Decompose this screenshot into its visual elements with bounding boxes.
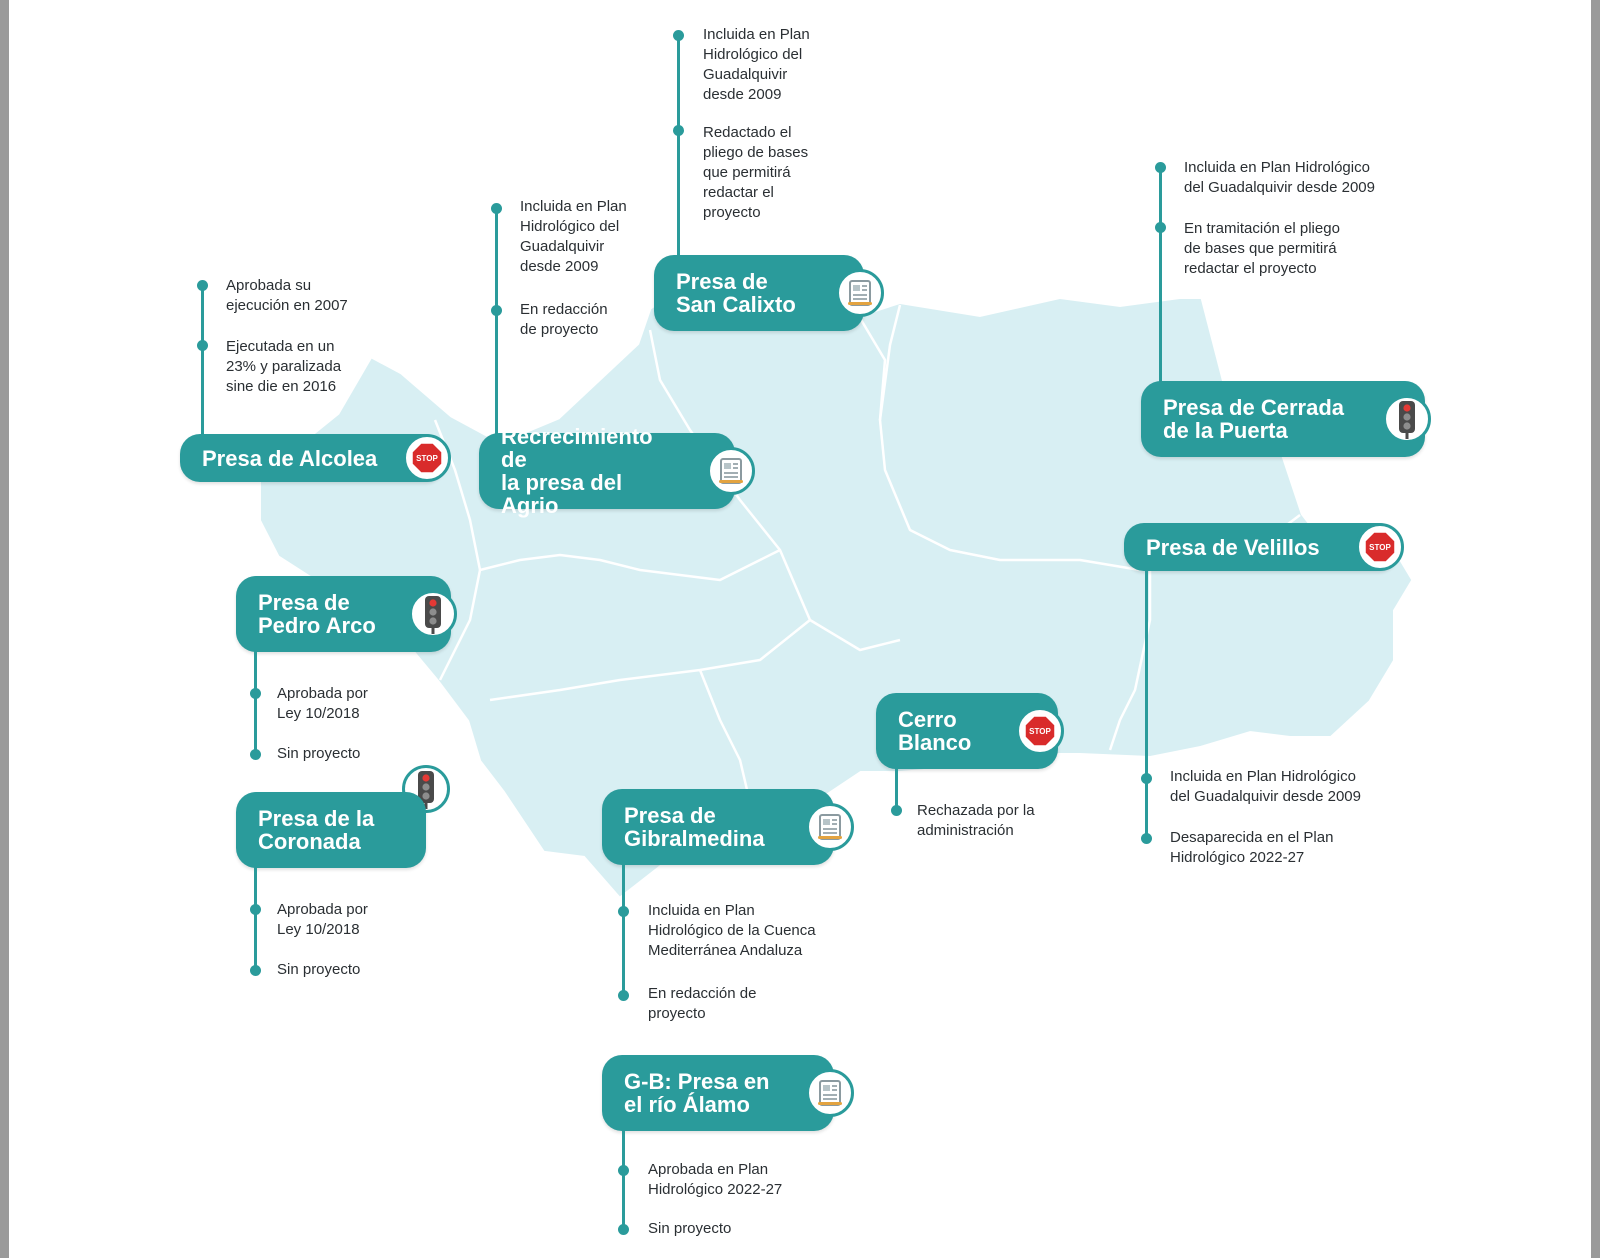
dam-name: Presa de la Coronada — [258, 806, 375, 854]
connector-line — [622, 862, 625, 997]
stop-sign-text: STOP — [1369, 543, 1391, 552]
bullet-dot — [250, 749, 261, 760]
bullet-dot — [618, 1224, 629, 1235]
connector-line — [1159, 170, 1162, 385]
dam-name: Cerro Blanco — [898, 707, 972, 755]
bullet-dot — [618, 1165, 629, 1176]
dam-name: Presa de Pedro Arco — [258, 590, 376, 638]
bullet-dot — [618, 990, 629, 1001]
dam-name: Presa de Cerrada de la Puerta — [1163, 395, 1344, 443]
bullet-dot — [491, 305, 502, 316]
dam-label-velillos: Presa de Velillos STOP — [1124, 523, 1404, 571]
dam-label-alcolea: Presa de Alcolea STOP — [180, 434, 451, 482]
status-badge — [806, 803, 854, 851]
dam-name: Presa de Velillos — [1146, 534, 1320, 560]
document-icon — [848, 280, 872, 306]
province-borders — [433, 304, 1301, 846]
status-badge — [707, 447, 755, 495]
note-text: Sin proyecto — [277, 961, 361, 978]
note-text: Aprobada por Ley 10/2018 — [277, 685, 368, 722]
document-icon — [818, 1080, 842, 1106]
bullet-dot — [491, 203, 502, 214]
note-text: Ejecutada en un 23% y paralizada sine di… — [226, 338, 342, 395]
connector-line — [254, 648, 257, 758]
bullet-dot — [673, 125, 684, 136]
bullet-dot — [1141, 773, 1152, 784]
note-text: Incluida en Plan Hidrológico del Guadalq… — [1170, 768, 1361, 805]
traffic-light-icon — [418, 771, 434, 809]
note-text: Incluida en Plan Hidrológico de la Cuenc… — [648, 902, 816, 959]
page-frame-right — [1591, 0, 1600, 1258]
dam-label-pedro-arco: Presa de Pedro Arco — [236, 576, 457, 652]
dam-name: Recrecimiento de la presa del Agrio — [501, 424, 653, 518]
dam-label-rio-alamo: G-B: Presa en el río Álamo — [602, 1055, 854, 1131]
note-text: Sin proyecto — [277, 745, 361, 762]
dam-name: Presa de San Calixto — [676, 269, 796, 317]
dam-label-agrio: Recrecimiento de la presa del Agrio — [479, 425, 755, 517]
traffic-light-icon — [1399, 401, 1415, 439]
connector-line — [495, 210, 498, 440]
status-badge: STOP — [403, 434, 451, 482]
connector-line — [1145, 568, 1148, 838]
status-badge: STOP — [1016, 707, 1064, 755]
dam-label-gibralmedina: Presa de Gibralmedina — [602, 789, 854, 865]
note-text: Sin proyecto — [648, 1220, 732, 1237]
bullet-dot — [1155, 162, 1166, 173]
status-badge — [1383, 395, 1431, 443]
dam-label-san-calixto: Presa de San Calixto — [654, 255, 884, 331]
note-text: En redacción de proyecto — [648, 985, 757, 1022]
connector-line — [895, 765, 898, 810]
connector-line — [201, 288, 204, 438]
connector-line — [677, 38, 680, 268]
status-badge — [806, 1069, 854, 1117]
note-text: Aprobada su ejecución en 2007 — [226, 277, 348, 314]
status-badge — [409, 590, 457, 638]
bullet-dot — [250, 904, 261, 915]
note-text: Aprobada por Ley 10/2018 — [277, 901, 368, 938]
bullet-dot — [1155, 222, 1166, 233]
bullet-dot — [673, 30, 684, 41]
dam-label-coronada: Presa de la Coronada — [236, 792, 426, 868]
note-text: Incluida en Plan Hidrológico del Guadalq… — [1184, 159, 1375, 196]
stop-sign-text: STOP — [416, 454, 438, 463]
bullet-dot — [618, 906, 629, 917]
bullet-dot — [1141, 833, 1152, 844]
dam-name: G-B: Presa en el río Álamo — [624, 1069, 770, 1117]
dam-name: Presa de Gibralmedina — [624, 803, 765, 851]
connector-line — [622, 1128, 625, 1233]
bullet-dot — [197, 280, 208, 291]
dam-label-cerro-blanco: Cerro Blanco STOP — [876, 693, 1064, 769]
note-text: Incluida en Plan Hidrológico del Guadalq… — [703, 26, 810, 103]
note-text: Incluida en Plan Hidrológico del Guadalq… — [520, 198, 627, 275]
bullet-dot — [250, 688, 261, 699]
note-text: Rechazada por la administración — [917, 802, 1035, 839]
stop-sign-icon: STOP — [411, 442, 443, 474]
note-text: Desaparecida en el Plan Hidrológico 2022… — [1170, 829, 1334, 866]
status-badge: STOP — [1356, 523, 1404, 571]
bullet-dot — [891, 805, 902, 816]
note-text: Aprobada en Plan Hidrológico 2022-27 — [648, 1161, 783, 1198]
dam-name: Presa de Alcolea — [202, 445, 378, 471]
note-text: Redactado el pliego de bases que permiti… — [703, 124, 809, 221]
connector-line — [254, 864, 257, 974]
bullet-dot — [250, 965, 261, 976]
stop-sign-icon: STOP — [1024, 715, 1056, 747]
stop-sign-text: STOP — [1029, 727, 1051, 736]
traffic-light-icon — [425, 596, 441, 634]
note-text: En redacción de proyecto — [520, 301, 608, 338]
dam-label-cerrada-de-la-puerta: Presa de Cerrada de la Puerta — [1141, 381, 1431, 457]
document-icon — [719, 458, 743, 484]
bullet-dot — [197, 340, 208, 351]
note-text: En tramitación el pliego de bases que pe… — [1184, 220, 1340, 277]
status-badge — [836, 269, 884, 317]
page-frame-left — [0, 0, 9, 1258]
document-icon — [818, 814, 842, 840]
stop-sign-icon: STOP — [1364, 531, 1396, 563]
